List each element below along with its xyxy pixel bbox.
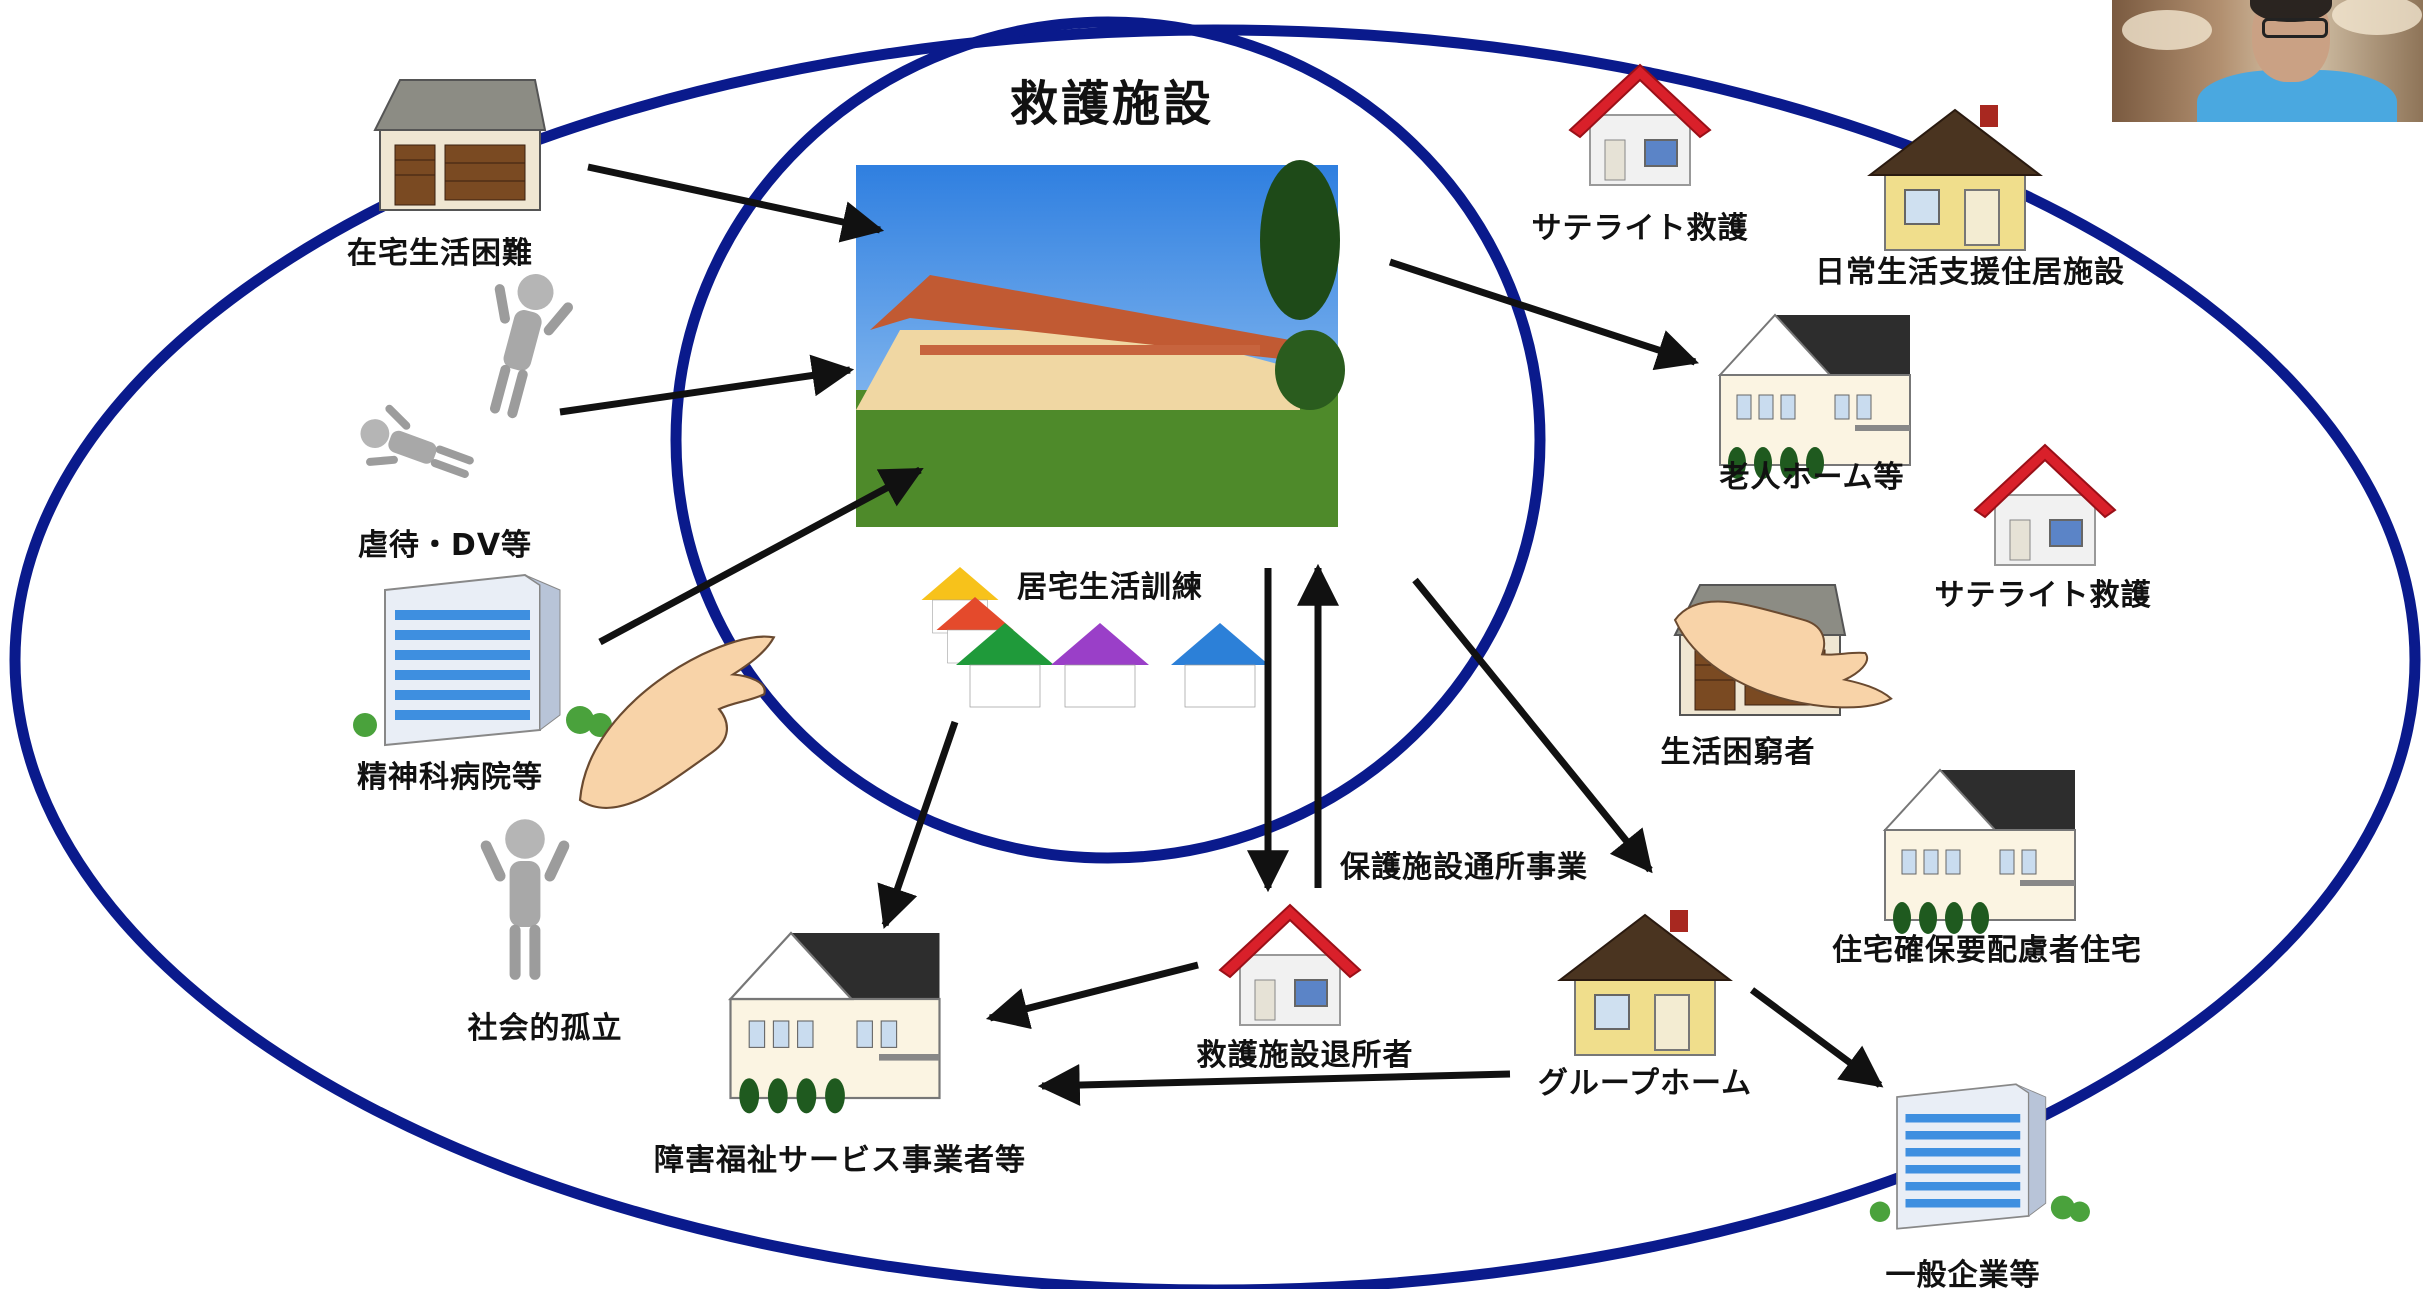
label-daily-living-support: 日常生活支援住居施設 bbox=[1815, 255, 2125, 290]
label-home-difficulty: 在宅生活困難 bbox=[347, 236, 533, 271]
inner-circle bbox=[670, 16, 1546, 864]
arrow-facility-to-grouphome bbox=[1412, 577, 1653, 874]
label-satellite-1: サテライト救護 bbox=[1531, 211, 1749, 246]
hospital-building-icon bbox=[352, 574, 613, 746]
satellite-red-house-icon-2 bbox=[1974, 444, 2116, 566]
arrow-grouphome-to-company bbox=[1749, 987, 1884, 1088]
arrow-hospital-to-facility bbox=[598, 466, 924, 646]
arrow-training-to-welfare bbox=[877, 720, 959, 929]
arrow-grouphome-to-welfare bbox=[1037, 1064, 1511, 1107]
isolated-person-icon bbox=[478, 819, 572, 980]
label-day-service: 保護施設通所事業 bbox=[1340, 850, 1588, 885]
arrow-abuse-to-facility bbox=[559, 354, 855, 416]
welfare-cream-house-icon bbox=[729, 931, 941, 1115]
label-group-home: グループホーム bbox=[1537, 1066, 1753, 1101]
label-abuse-dv: 虐待・DV等 bbox=[357, 528, 533, 563]
arrow-facility-to-elderly bbox=[1388, 258, 1699, 371]
diagram-title: 救護施設 bbox=[1009, 76, 1215, 132]
facility-photo bbox=[856, 160, 1345, 527]
daily-living-yellow-house-icon bbox=[1869, 104, 2041, 251]
label-discharged: 救護施設退所者 bbox=[1196, 1038, 1414, 1073]
label-home-living-training: 居宅生活訓練 bbox=[1017, 570, 1203, 605]
housing-cream-house-icon bbox=[1884, 769, 2076, 935]
group-home-yellow-house-icon bbox=[1559, 909, 1731, 1056]
webcam-thumbnail bbox=[2112, 0, 2423, 122]
discharged-red-house-icon bbox=[1219, 904, 1361, 1026]
abuse-figures-icon bbox=[349, 263, 581, 501]
label-elderly-home: 老人ホーム等 bbox=[1719, 460, 1905, 495]
arrow-home-to-facility bbox=[587, 163, 885, 243]
label-poor: 生活困窮者 bbox=[1660, 735, 1816, 770]
old-house-icon bbox=[374, 79, 546, 211]
label-housing-secured: 住宅確保要配慮者住宅 bbox=[1832, 933, 2142, 968]
label-welfare-provider: 障害福祉サービス事業者等 bbox=[654, 1143, 1026, 1178]
label-general-company: 一般企業等 bbox=[1885, 1258, 2041, 1293]
label-satellite-2: サテライト救護 bbox=[1934, 578, 2152, 613]
label-psychiatric-hospital: 精神科病院等 bbox=[357, 760, 543, 795]
arrows bbox=[559, 163, 1884, 1107]
label-social-isolation: 社会的孤立 bbox=[467, 1011, 623, 1046]
arrow-discharged-to-welfare bbox=[985, 961, 1199, 1030]
training-houses bbox=[905, 540, 1290, 740]
